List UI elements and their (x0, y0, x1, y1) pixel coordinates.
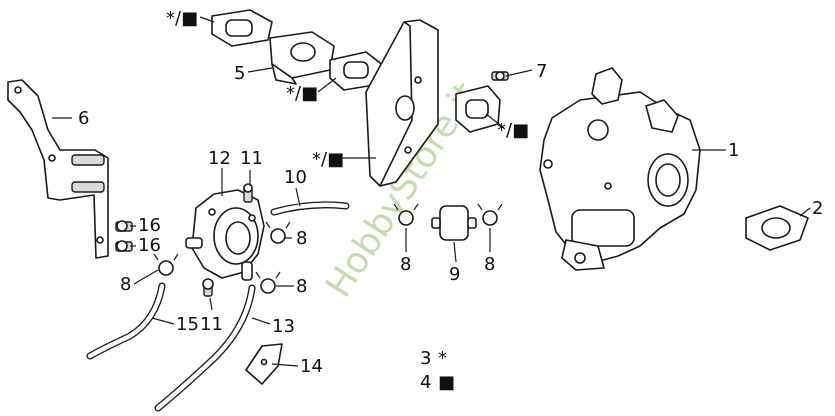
callout-6: 6 (78, 108, 89, 129)
callout-8-e: 8 (484, 254, 495, 275)
hose-clip-part-8-a (265, 221, 291, 244)
callout-10: 10 (284, 167, 307, 188)
hose-part-15 (86, 282, 166, 360)
carburetor-part-1 (539, 67, 701, 271)
hose-clip-part-8-e (477, 203, 503, 226)
screw-part-7 (491, 71, 509, 81)
callout-8-a: 8 (296, 228, 307, 249)
callout-8-c: 8 (120, 274, 131, 295)
legend-number-4: 4 (420, 372, 431, 393)
screw-part-11-upper (243, 183, 253, 203)
callout-7: 7 (536, 61, 547, 82)
callout-13: 13 (272, 316, 295, 337)
callout-8-b: 8 (296, 276, 307, 297)
hose-part-10 (270, 201, 350, 216)
callout-14: 14 (300, 356, 323, 377)
callout-16-lower: 16 (138, 235, 161, 256)
legend-number-3: 3 (420, 348, 431, 369)
legend: 3 * 4 ■ (420, 348, 455, 393)
callout-1: 1 (728, 140, 739, 161)
fuel-filter-part-9 (431, 205, 477, 241)
bolt-part-16-upper (115, 220, 133, 232)
callout-8-d: 8 (400, 254, 411, 275)
fuel-pump-part-12 (185, 189, 265, 281)
hose-clip-part-8-b (255, 271, 281, 294)
legend-symbol-square: ■ (438, 372, 455, 393)
gasket-top-part (211, 9, 273, 47)
hose-clip-part-8-c (153, 253, 179, 276)
hose-part-13 (154, 284, 256, 412)
clip-plate-part-14 (245, 343, 283, 385)
leader-lines (52, 16, 811, 367)
fitting-part-2 (745, 205, 809, 251)
screw-part-11-lower (202, 278, 214, 297)
callout-15: 15 (176, 314, 199, 335)
bolt-part-16-lower (115, 240, 133, 252)
callout-gasket-right: */■ (497, 120, 529, 141)
callout-plate: */■ (312, 149, 344, 170)
callout-11-upper: 11 (240, 148, 263, 169)
bracket-plate-part-6 (7, 79, 109, 259)
callout-gasket-top: */■ (166, 8, 198, 29)
legend-symbol-asterisk: * (438, 348, 447, 369)
callout-12: 12 (208, 148, 231, 169)
callout-11-lower: 11 (200, 314, 223, 335)
callout-gasket-middle: */■ (286, 83, 318, 104)
insulator-block-part-5 (269, 31, 335, 85)
callout-2: 2 (812, 198, 823, 219)
gasket-right-part (455, 85, 501, 133)
callout-9: 9 (449, 264, 460, 285)
hose-clip-part-8-d (393, 203, 419, 226)
insulator-plate-part (365, 19, 439, 187)
callout-16-upper: 16 (138, 215, 161, 236)
callout-5: 5 (234, 63, 245, 84)
